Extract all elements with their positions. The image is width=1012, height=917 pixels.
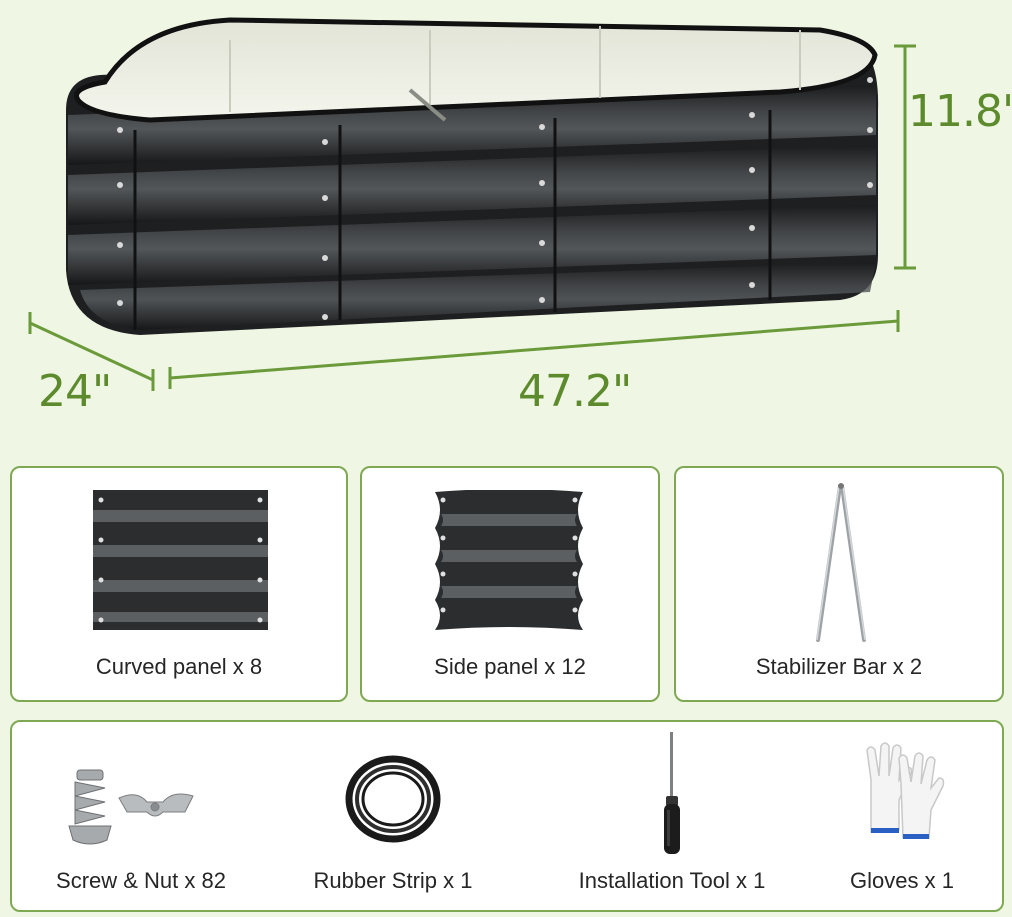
accessory-installation-tool: Installation Tool x 1 — [552, 722, 792, 910]
card-curved-panel: Curved panel x 8 — [10, 466, 348, 702]
dimension-lines — [28, 44, 916, 391]
screw-nut-caption: Screw & Nut x 82 — [56, 868, 226, 893]
height-label: 11.8" — [908, 86, 1012, 137]
bed-inner — [74, 17, 878, 123]
card-stabilizer-bar: Stabilizer Bar x 2 — [674, 466, 1004, 702]
rubber-strip-caption: Rubber Strip x 1 — [313, 868, 473, 893]
gloves-image — [866, 742, 945, 839]
screw-nut-image — [68, 769, 194, 845]
installation-tool-caption: Installation Tool x 1 — [578, 868, 766, 893]
installation-tool-image — [664, 732, 680, 854]
side-panel-caption: Side panel x 12 — [434, 654, 586, 679]
gloves-caption: Gloves x 1 — [850, 868, 954, 893]
bed-ribs — [68, 85, 876, 330]
accessory-gloves: Gloves x 1 — [832, 722, 972, 910]
curved-panel-image — [93, 490, 268, 630]
curved-panel-caption: Curved panel x 8 — [95, 654, 263, 679]
card-accessories: Screw & Nut x 82 Rubber Strip x 1 Instal… — [10, 720, 1004, 912]
width-label: 47.2" — [518, 366, 632, 417]
rubber-strip-image — [345, 755, 441, 843]
stabilizer-bar-caption: Stabilizer Bar x 2 — [755, 654, 923, 679]
card-side-panel: Side panel x 12 — [360, 466, 660, 702]
garden-bed-illustration — [66, 17, 879, 335]
accessory-rubber-strip: Rubber Strip x 1 — [288, 722, 498, 910]
accessory-screw-nut: Screw & Nut x 82 — [32, 722, 250, 910]
stabilizer-bar-image — [816, 483, 866, 642]
side-panel-image — [435, 490, 583, 630]
depth-label: 24" — [38, 366, 112, 417]
